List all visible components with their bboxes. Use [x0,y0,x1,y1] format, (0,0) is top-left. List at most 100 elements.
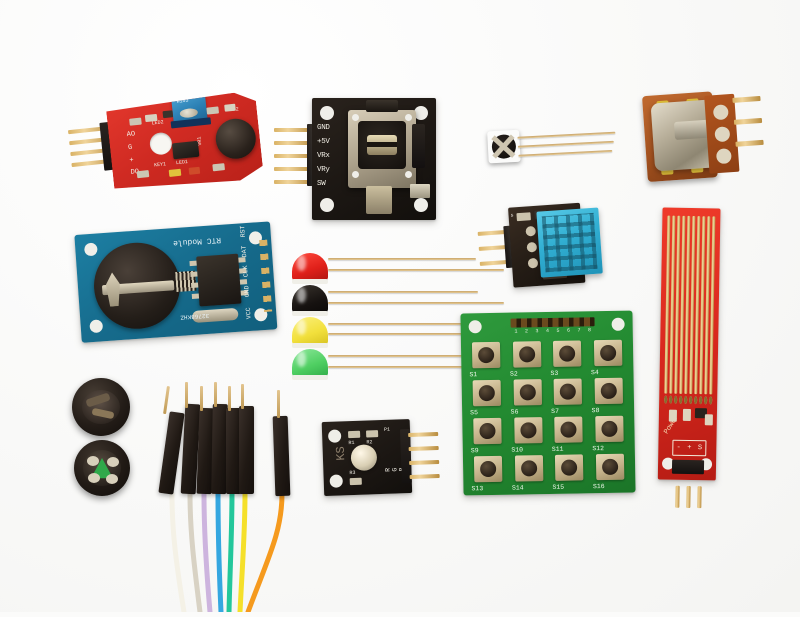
joystick-smd-part [410,184,430,198]
joystick-module: GND +5V VRx VRy SW [274,98,436,223]
rgb-led-silk-p1: P1 [383,426,391,433]
rtc-silk-title: RTC Module [172,234,222,248]
keypad-header-pin-label: 1 [514,328,518,335]
water-sensor-pad [664,395,668,404]
tactile-switch[interactable] [474,455,503,483]
sound-sensor-microphone [214,117,258,161]
rtc-pin-label-rst: RST [239,225,247,238]
water-sensor-pad [694,396,698,405]
rgb-led-module: KS R1 R2 R3 P1 R G B - [321,418,443,500]
rtc-board: RTC Module 32768KHZ RST [74,221,278,343]
joystick-pin-label-vrx: VRx [317,152,330,160]
jumper-wires [150,382,300,615]
keypad-key-s10[interactable]: S10 [509,416,548,454]
tactile-switch[interactable] [594,415,624,443]
water-sensor-pad [699,396,703,405]
water-sensor-traces [664,215,716,395]
water-sensor-pad [669,395,673,404]
rtc-crystal-text: 32768KHZ [180,311,210,321]
keypad-key-s2[interactable]: S2 [507,340,546,378]
water-sensor-pin-label-minus: - [676,443,681,452]
sound-sensor-pin-label-ao: AO [126,130,136,140]
keypad-key-s3[interactable]: S3 [548,339,587,377]
switch-cap [559,345,576,362]
keypad-key-s13[interactable]: S13 [469,455,508,492]
keypad-key-s9[interactable]: S9 [468,417,507,454]
rgb-led-silk-r3: R3 [349,469,356,477]
rtc-pin-pads [259,239,273,312]
tactile-switch[interactable] [514,455,544,482]
dht11-grille [541,212,598,273]
tactile-switch[interactable] [593,339,623,367]
active-buzzer [74,440,130,496]
keypad-key-label: S9 [470,447,479,455]
tactile-switch[interactable] [473,417,502,445]
keypad-key-s7[interactable]: S7 [549,377,588,415]
sound-sensor-mount-hole [149,132,173,156]
tactile-switch[interactable] [513,379,542,406]
jumper-wire-cables [169,489,285,615]
sound-sensor-silk-led1: LED1 [175,158,189,167]
keypad-key-s6[interactable]: S6 [508,378,547,416]
tactile-switch[interactable] [555,454,584,481]
keypad-key-label: S6 [510,408,519,416]
keypad-key-s11[interactable]: S11 [549,415,588,453]
keypad-key-s16[interactable]: S16 [590,453,629,490]
keypad-key-label: S10 [511,446,524,454]
sound-sensor-pin-label-g: G [127,143,133,153]
keypad-key-s15[interactable]: S15 [550,453,589,491]
tactile-switch[interactable] [594,377,623,405]
tactile-switch[interactable] [553,378,583,405]
joystick-metal-frame [348,110,416,188]
keypad-key-label: S16 [592,483,605,491]
keypad-key-s4[interactable]: S4 [588,339,627,376]
joystick-pin-label-gnd: GND [317,124,330,132]
rtc-ic [189,253,248,307]
tactile-switch[interactable] [595,453,625,481]
water-sensor-pads [664,395,713,405]
keypad-key-label: S8 [591,407,600,415]
keypad-key-label: S14 [511,484,524,492]
water-sensor-pad [689,395,693,405]
switch-cap [520,422,537,439]
joystick-board: GND +5V VRx VRy SW [312,98,436,220]
keypad-key-label: S5 [470,409,479,417]
keypad-key-label: S4 [590,369,599,377]
rtc-pin-label-vcc: VCC [244,307,253,320]
tactile-switch[interactable] [553,340,582,367]
ir-receiver-body [487,130,521,164]
keypad-key-s14[interactable]: S14 [509,454,548,492]
red-led [292,253,504,284]
keypad-header-pin-label: 5 [556,327,560,334]
keypad-key-s8[interactable]: S8 [589,377,628,414]
joystick-pin-header [274,128,314,184]
keypad-key-s5[interactable]: S5 [468,379,507,416]
water-level-sensor: Power - + S [657,207,724,509]
switch-cap [601,420,618,438]
potentiometer-terminal-block [704,93,740,174]
tactile-switch[interactable] [513,417,543,444]
keypad-header-pin-label: 8 [587,327,592,334]
potentiometer: B10K [641,78,766,196]
switch-cap [479,422,496,440]
tactile-switch[interactable] [554,416,583,443]
tactile-switch[interactable] [512,341,542,368]
keypad-key-s12[interactable]: S12 [590,415,629,452]
tactile-switch[interactable] [472,341,501,369]
switch-cap [519,384,536,401]
water-sensor-board: Power - + S [657,207,721,481]
keypad-header-pin-label: 3 [535,328,539,335]
keypad-key-s1[interactable]: S1 [467,341,506,378]
switch-cap [520,460,538,477]
water-sensor-pin-label-plus: + [687,443,692,452]
joystick-pin-label-sw: SW [317,180,326,188]
water-sensor-pad [679,395,683,404]
rgb-led-silk-r2: R2 [366,439,373,446]
sound-sensor-ic [172,141,200,160]
sound-sensor-module: AO G + DO LED2 KEY1 LED1 VR1 S1 R2 W103 [67,82,267,206]
switch-cap [599,344,617,362]
switch-cap [480,460,497,478]
tactile-switch[interactable] [472,379,502,407]
